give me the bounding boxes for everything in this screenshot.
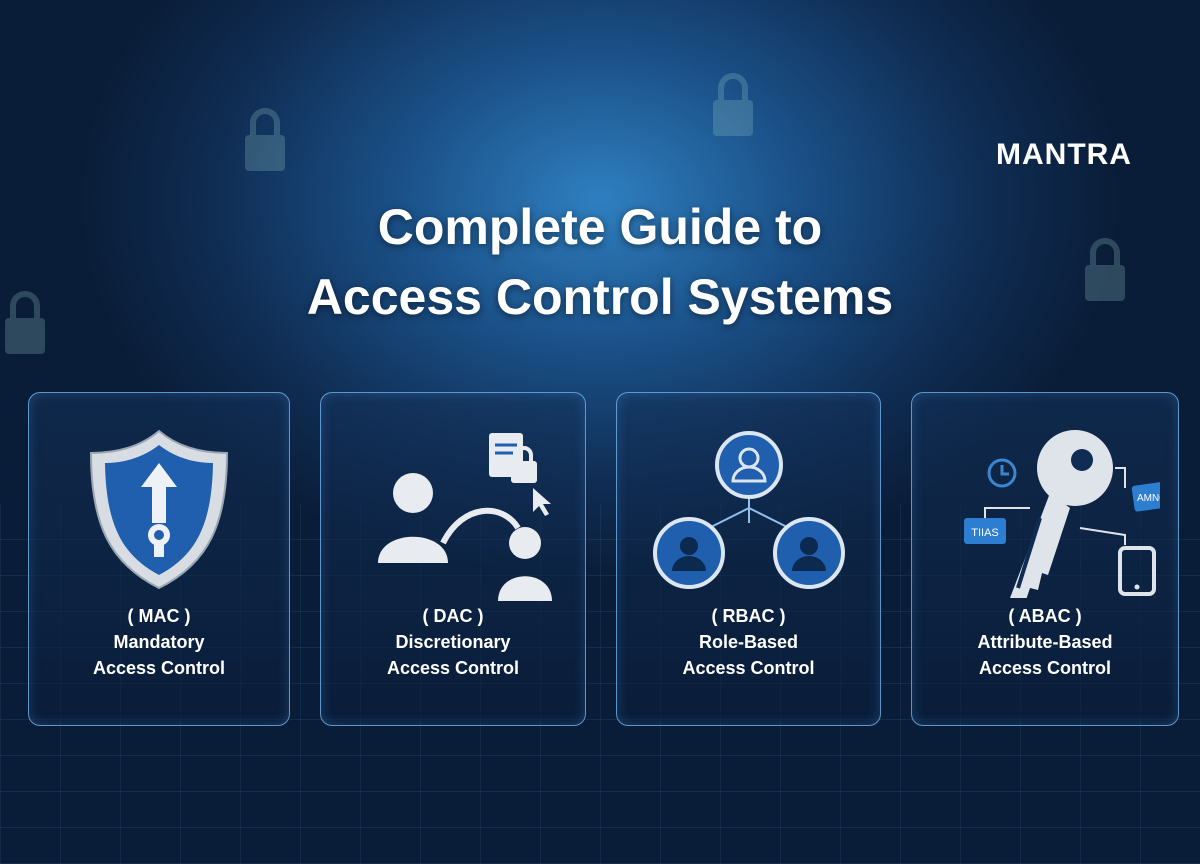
title-line-2: Access Control Systems (306, 269, 894, 325)
card-title-line2: Access Control (386, 658, 520, 678)
card-abac: TIIAS AMNCE ( ABAC ) Attribute-Based Acc… (911, 392, 1179, 726)
lock-icon (245, 108, 285, 171)
users-document-lock-icon (378, 433, 552, 601)
card-label: ( MAC ) Mandatory Access Control (29, 603, 289, 681)
card-abbr: ( ABAC ) (1008, 606, 1082, 626)
card-title-line1: Attribute-Based (977, 632, 1113, 652)
card-label: ( DAC ) Discretionary Access Control (321, 603, 585, 681)
card-title-line2: Access Control (92, 658, 226, 678)
card-label: ( RBAC ) Role-Based Access Control (617, 603, 880, 681)
attribute-tag: AMNCE (1137, 493, 1160, 504)
card-rbac: ( RBAC ) Role-Based Access Control (616, 392, 881, 726)
attribute-tag: TIIAS (971, 527, 999, 539)
card-title-line2: Access Control (978, 658, 1112, 678)
card-abbr: ( DAC ) (422, 606, 484, 626)
card-mac: ( MAC ) Mandatory Access Control (28, 392, 290, 726)
lock-icon (713, 73, 753, 136)
card-title-line1: Mandatory (113, 632, 205, 652)
key-attributes-icon: TIIAS AMNCE (964, 430, 1160, 598)
card-title-line1: Discretionary (395, 632, 511, 652)
card-label: ( ABAC ) Attribute-Based Access Control (912, 603, 1178, 681)
shield-keyhole-icon (89, 429, 229, 590)
card-title-line2: Access Control (682, 658, 815, 678)
card-abbr: ( RBAC ) (711, 606, 786, 626)
title-line-1: Complete Guide to (377, 199, 823, 255)
card-abbr: ( MAC ) (127, 606, 191, 626)
lock-icon (1085, 238, 1125, 301)
mantra-logo: MANTRA (996, 138, 1132, 171)
page-title: Complete Guide to Access Control Systems (0, 192, 1200, 332)
card-dac: ( DAC ) Discretionary Access Control (320, 392, 586, 726)
lock-icon (5, 291, 45, 354)
card-title-line1: Role-Based (698, 632, 799, 652)
role-hierarchy-icon (652, 431, 845, 589)
